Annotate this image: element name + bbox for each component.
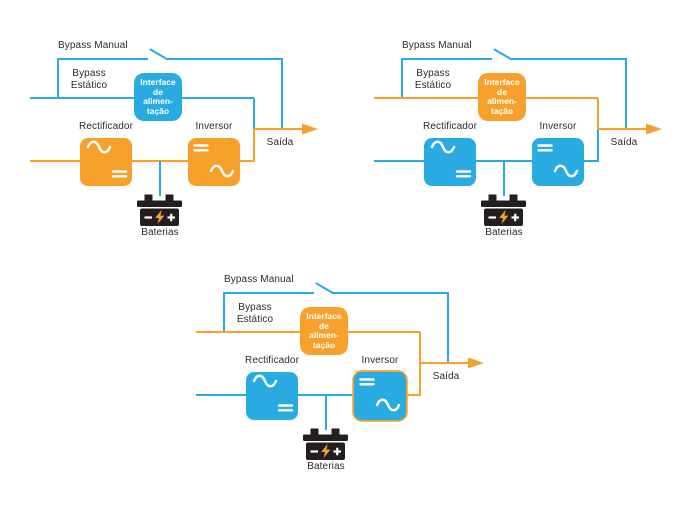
ups-diagram-1: Bypass Manual Bypass Estático Rectificad… (25, 30, 325, 250)
baterias-label: Baterias (485, 227, 523, 238)
manual-bypass-wire-left (223, 292, 314, 332)
interface-alimentacao-label: Interface de alimen- tação (306, 311, 342, 350)
bypass-estatico-label: Bypass Estático (414, 68, 452, 91)
inverter-dc-equals-icon (193, 144, 209, 152)
bypass-manual-label: Bypass Manual (224, 274, 294, 285)
inverter-dc-equals-icon (359, 378, 375, 386)
rectifier-dc-equals-icon (455, 170, 472, 178)
bypass-estatico-label: Bypass Estático (70, 68, 108, 91)
inversor-label: Inversor (539, 121, 577, 132)
ups-diagram-3: Bypass Manual Bypass Estático Rectificad… (191, 264, 491, 484)
output-arrowhead-icon (468, 357, 484, 369)
battery-bolt-icon (155, 209, 165, 224)
bypass-manual-label: Bypass Manual (58, 40, 128, 51)
rectificador-label: Rectificador (423, 121, 477, 132)
rectifier-box (246, 372, 298, 420)
inverter-ac-sine-icon (375, 398, 401, 412)
manual-bypass-wire-right (166, 58, 283, 129)
interface-box (300, 307, 348, 355)
interface-alimentacao-label: Interface de alimen- tação (140, 77, 176, 116)
output-arrowhead-icon (302, 123, 318, 135)
saida-label: Saída (432, 371, 460, 382)
manual-bypass-wire-left (401, 58, 492, 98)
manual-bypass-wire-right (510, 58, 627, 129)
rectifier-dc-equals-icon (277, 404, 294, 412)
ups-diagram-2: Bypass Manual Bypass Estático Rectificad… (369, 30, 669, 250)
interface-alimentacao-label: Interface de alimen- tação (484, 77, 520, 116)
manual-bypass-wire-left (57, 58, 148, 98)
switch-blade-icon (149, 48, 167, 60)
inversor-label: Inversor (195, 121, 233, 132)
battery-icon (137, 194, 182, 226)
rectificador-label: Rectificador (79, 121, 133, 132)
output-arrowhead-icon (646, 123, 662, 135)
rectifier-ac-sine-icon (86, 140, 112, 154)
saida-label: Saída (610, 137, 638, 148)
battery-icon (303, 428, 348, 460)
wiring-diagram-1 (30, 48, 318, 226)
baterias-label: Baterias (307, 461, 345, 472)
interface-box (134, 73, 182, 121)
switch-blade-icon (493, 48, 511, 60)
battery-icon (481, 194, 526, 226)
battery-plus-icon (511, 213, 519, 222)
inversor-label: Inversor (361, 355, 399, 366)
rectifier-box (424, 138, 476, 186)
battery-bolt-icon (499, 209, 509, 224)
rectificador-label: Rectificador (245, 355, 299, 366)
inverter-dc-equals-icon (537, 144, 553, 152)
bypass-manual-label: Bypass Manual (402, 40, 472, 51)
rectifier-ac-sine-icon (252, 374, 278, 388)
inverter-ac-sine-icon (553, 164, 579, 178)
inverter-ac-sine-icon (209, 164, 235, 178)
switch-blade-icon (315, 282, 333, 294)
interface-box (478, 73, 526, 121)
wiring-diagram-2 (374, 48, 662, 226)
baterias-label: Baterias (141, 227, 179, 238)
saida-label: Saída (266, 137, 294, 148)
rectifier-ac-sine-icon (430, 140, 456, 154)
rectifier-box (80, 138, 132, 186)
battery-plus-icon (333, 447, 341, 456)
battery-bolt-icon (321, 443, 331, 458)
battery-plus-icon (167, 213, 175, 222)
wiring-diagram-3 (196, 282, 484, 460)
manual-bypass-wire-right (332, 292, 449, 363)
bypass-estatico-label: Bypass Estático (236, 302, 274, 325)
rectifier-dc-equals-icon (111, 170, 128, 178)
